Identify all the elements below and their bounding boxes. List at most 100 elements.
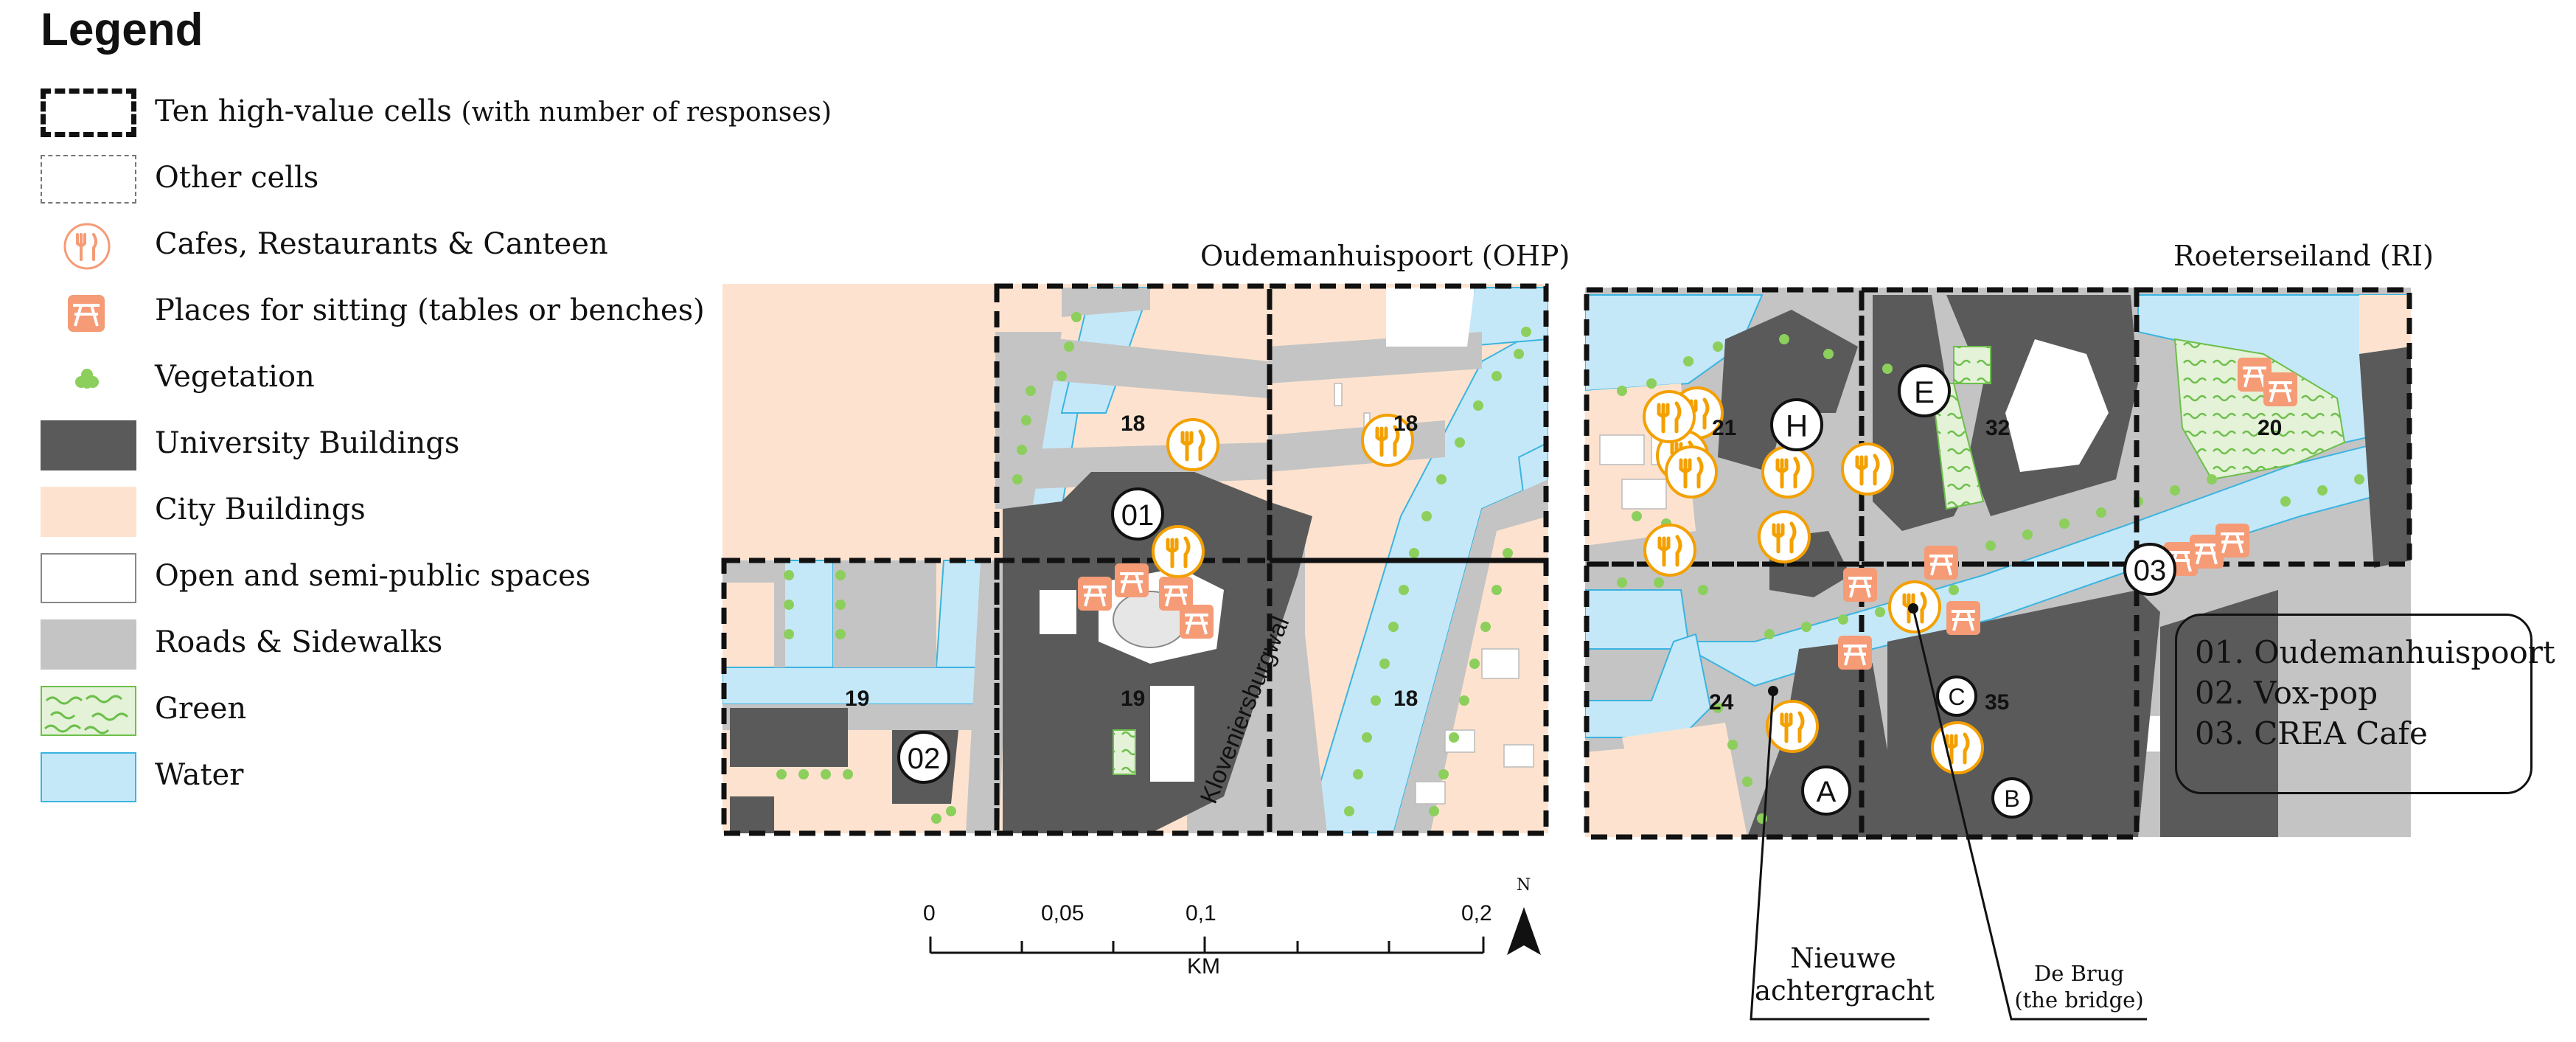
picnic-table-icon: [1838, 636, 1872, 670]
callout-line: (the bridge): [2014, 987, 2144, 1013]
leader-nieuwe-achtergracht: [1750, 690, 1929, 1021]
fork-knife-icon: [1152, 525, 1205, 578]
callout-line: De Brug: [2033, 961, 2125, 986]
cell-count: 18: [1393, 687, 1418, 711]
fork-knife-icon: [63, 223, 111, 270]
fork-knife-icon: [1166, 418, 1219, 471]
legend-title: Legend: [41, 4, 203, 55]
dashed-cell-symbol: [41, 88, 136, 137]
cell-ri-c[interactable]: [2134, 287, 2412, 567]
picnic-table-icon: [68, 295, 105, 332]
legend-item-other-cells: Other cells: [41, 155, 962, 205]
cell-counts: 18 18 19 19 18 21 32 20 24 35: [845, 411, 2282, 715]
scale-bar: [929, 937, 1485, 954]
building-marker-b[interactable]: B: [1991, 777, 2033, 819]
legend-label: Water: [155, 758, 244, 792]
fork-knife-icon: [1758, 510, 1811, 563]
building-marker-label: B: [2004, 785, 2019, 812]
university-swatch: [41, 420, 136, 470]
place-marker-01[interactable]: 01: [1111, 487, 1164, 541]
callout-de-brug: De Brug (the bridge): [2011, 960, 2147, 1013]
open-swatch: [41, 553, 136, 603]
place-marker-03[interactable]: 03: [2123, 543, 2176, 596]
place-marker-label: 02: [908, 743, 941, 775]
fork-knife-icon: [1643, 524, 1696, 577]
picnic-table-icon: [1159, 577, 1193, 611]
picnic-table-icon: [1843, 568, 1877, 602]
callout-leaders: [1750, 608, 2147, 1021]
building-marker-label: A: [1817, 776, 1837, 808]
fork-knife-icon: [1841, 442, 1894, 496]
seating-markers: [1078, 358, 2297, 670]
area-title-ri: Roeterseiland (RI): [2173, 240, 2434, 272]
legend-item-city: City Buildings: [41, 487, 962, 537]
cell-ohp-e[interactable]: [1267, 558, 1549, 836]
cell-count: 32: [1985, 416, 2010, 440]
place-markers: 01 02 03 H E A C B: [897, 364, 2176, 819]
callout-line: achtergracht: [1755, 975, 1935, 1007]
place-marker-label: 03: [2134, 555, 2167, 587]
picnic-table-icon: [2238, 358, 2272, 392]
legend-label: Open and semi-public spaces: [155, 559, 591, 593]
fork-knife-icon: [1766, 700, 1819, 753]
fork-knife-icon: [1665, 445, 1718, 499]
cell-ri-e[interactable]: [1859, 561, 2140, 840]
cell-count: 20: [2258, 416, 2282, 440]
legend-item-roads: Roads & Sidewalks: [41, 619, 962, 670]
legend-item-vegetation: Vegetation: [41, 354, 962, 404]
cell-count: 21: [1712, 416, 1736, 440]
cell-count: 24: [1709, 690, 1734, 715]
place-marker-02[interactable]: 02: [897, 731, 950, 784]
high-value-cells: [721, 283, 2412, 840]
thin-dashed-cell-symbol: [41, 155, 136, 204]
scale-tick-label: 0: [923, 901, 936, 925]
place-list-box: 01. Oudemanhuispoort 02. Vox-pop 03. CRE…: [2175, 614, 2555, 794]
callout-line: Nieuwe: [1790, 942, 1896, 974]
cell-count: 19: [1121, 687, 1145, 711]
cafe-markers: [1152, 386, 1984, 774]
legend-label: Roads & Sidewalks: [155, 625, 443, 659]
legend-label: Other cells: [155, 161, 319, 195]
picnic-table-icon: [1078, 577, 1112, 611]
legend-label: City Buildings: [155, 493, 366, 527]
fork-knife-icon: [1931, 721, 1984, 774]
cell-count: 18: [1121, 411, 1145, 436]
vegetation-icon: [75, 369, 99, 389]
building-marker-label: H: [1786, 409, 1808, 443]
cell-count: 18: [1393, 411, 1418, 436]
green-swatch: [41, 686, 136, 736]
picnic-table-icon: [2215, 524, 2249, 558]
legend-item-green: Green: [41, 686, 962, 736]
scale-tick-label: 0,05: [1041, 901, 1085, 925]
place-list-item: 02. Vox-pop: [2195, 675, 2378, 711]
picnic-table-icon: [1946, 601, 1980, 635]
legend-item-university: University Buildings: [41, 420, 962, 470]
callout-nieuwe-achtergracht: Nieuwe achtergracht: [1755, 942, 1935, 1007]
legend-label: Places for sitting (tables or benches): [155, 294, 705, 327]
legend-label: University Buildings: [155, 426, 460, 460]
north-label: N: [1517, 876, 1531, 895]
picnic-table-icon: [1115, 563, 1149, 597]
building-marker-label: C: [1948, 684, 1965, 710]
legend-label: Green: [155, 692, 247, 726]
building-marker-c[interactable]: C: [1936, 675, 1977, 717]
picnic-table-icon: [2190, 535, 2224, 569]
picnic-table-icon: [1180, 605, 1214, 639]
north-arrow-icon: [1507, 907, 1541, 955]
road-swatch: [41, 619, 136, 670]
building-marker-h[interactable]: H: [1770, 398, 1823, 451]
legend-label: Vegetation: [155, 360, 315, 394]
legend-item-high-value-cells: Ten high-value cells (with number of res…: [41, 88, 962, 139]
place-list-item: 01. Oudemanhuispoort: [2195, 634, 2555, 670]
scale-tick-label: 0,2: [1461, 901, 1492, 925]
legend-item-cafes: Cafes, Restaurants & Canteen: [41, 221, 962, 271]
cell-count: 35: [1985, 690, 2009, 715]
leader-de-brug: [1912, 608, 2147, 1021]
leader-anchor: [1908, 603, 1918, 614]
building-marker-a[interactable]: A: [1801, 765, 1851, 816]
leader-anchor: [1768, 686, 1778, 696]
legend-item-open: Open and semi-public spaces: [41, 553, 962, 603]
building-marker-e[interactable]: E: [1898, 364, 1951, 417]
fork-knife-icon: [1761, 445, 1814, 499]
